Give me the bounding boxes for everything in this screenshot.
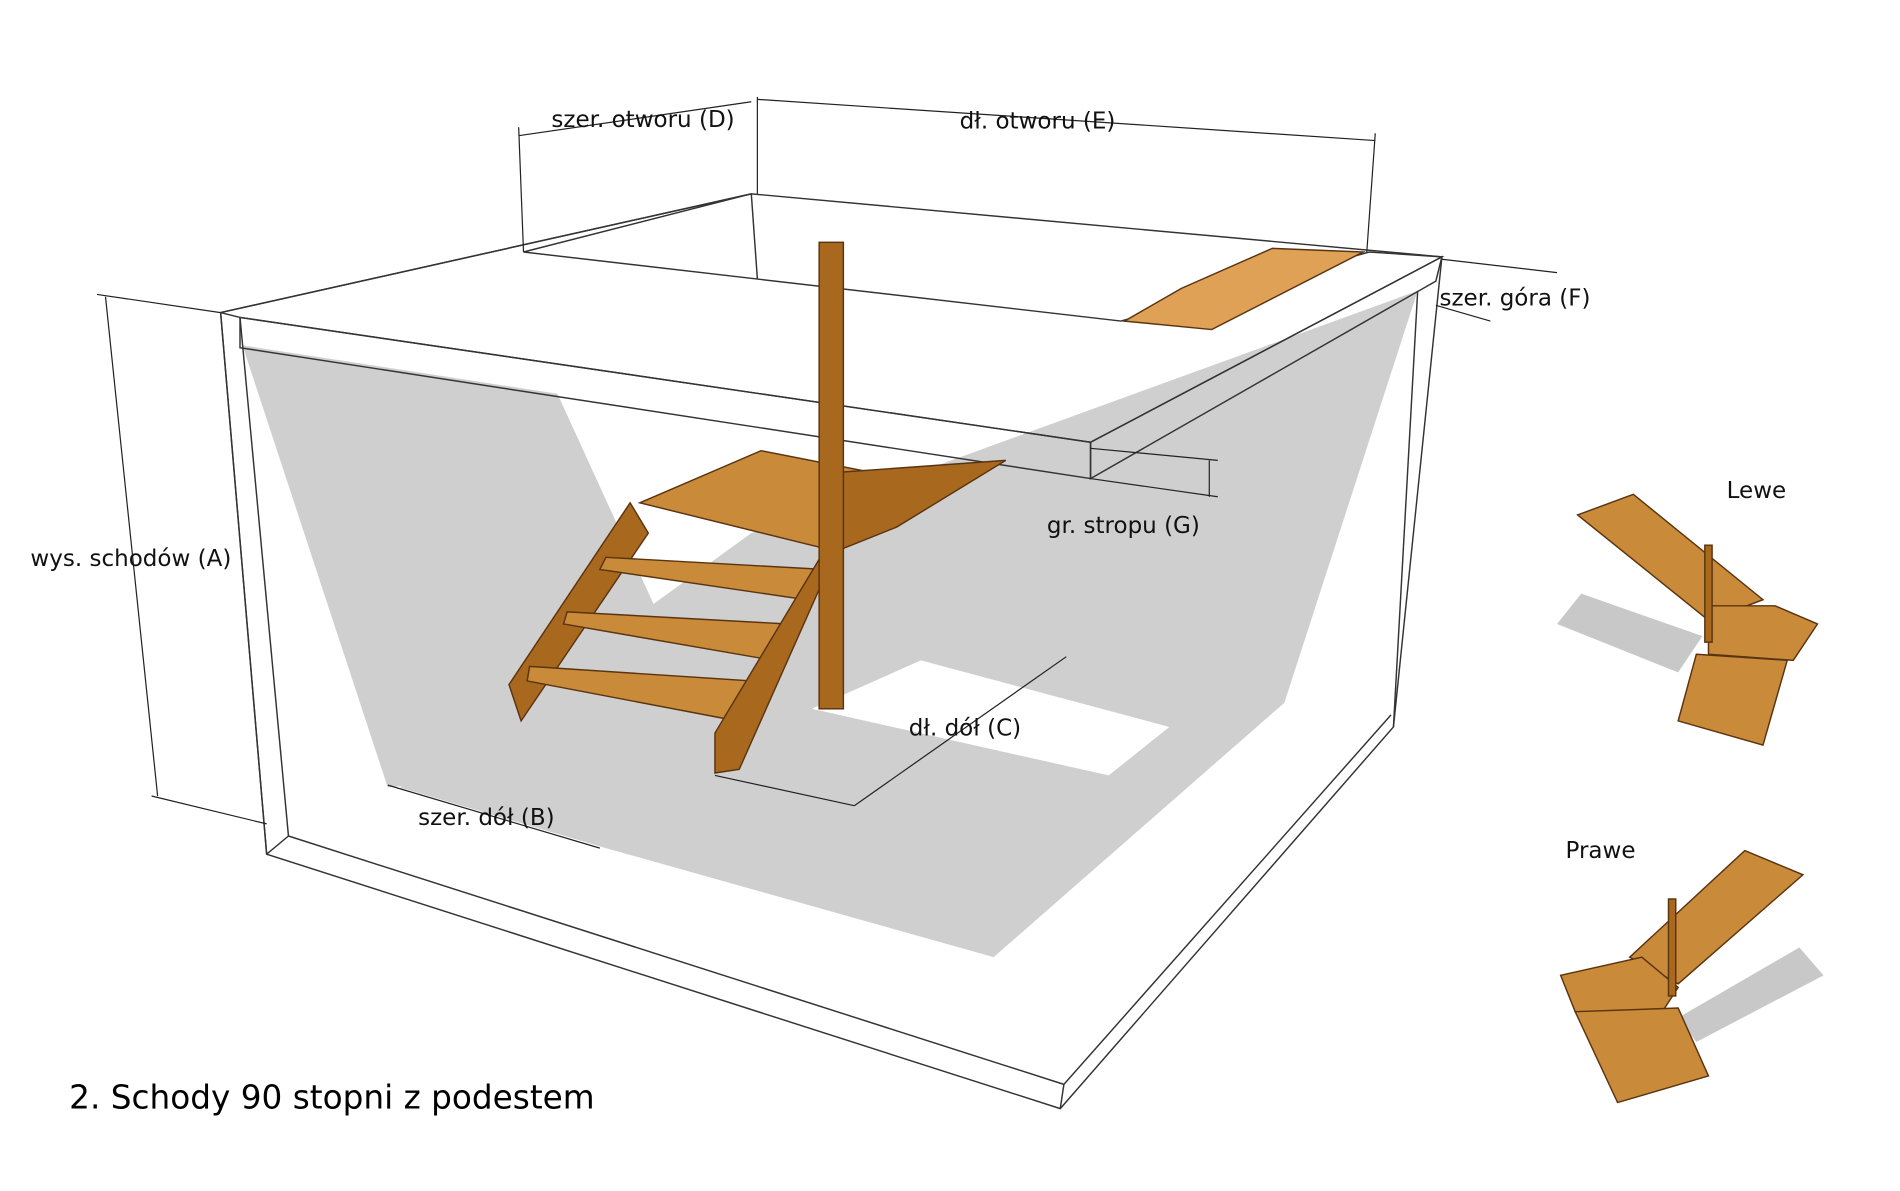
ceiling-slab xyxy=(220,193,1445,480)
label-top-width: szer. góra (F) xyxy=(1439,285,1590,311)
label-right: Prawe xyxy=(1565,838,1635,864)
left-variant-thumbnail: Lewe xyxy=(1557,478,1819,747)
label-left: Lewe xyxy=(1727,478,1787,504)
diagram-title: 2. Schody 90 stopni z podestem xyxy=(69,1079,594,1117)
label-opening-width: szer. otworu (D) xyxy=(551,107,734,133)
staircase xyxy=(508,241,1007,774)
dimension-lines xyxy=(96,96,1558,849)
label-opening-length: dł. otworu (E) xyxy=(960,108,1116,134)
right-variant-thumbnail: Prawe xyxy=(1559,838,1824,1104)
label-bottom-width: szer. dół (B) xyxy=(418,805,555,831)
label-stair-height: wys. schodów (A) xyxy=(30,546,231,572)
label-slab-thickness: gr. stropu (G) xyxy=(1047,513,1200,539)
label-bottom-length: dł. dół (C) xyxy=(909,715,1021,741)
